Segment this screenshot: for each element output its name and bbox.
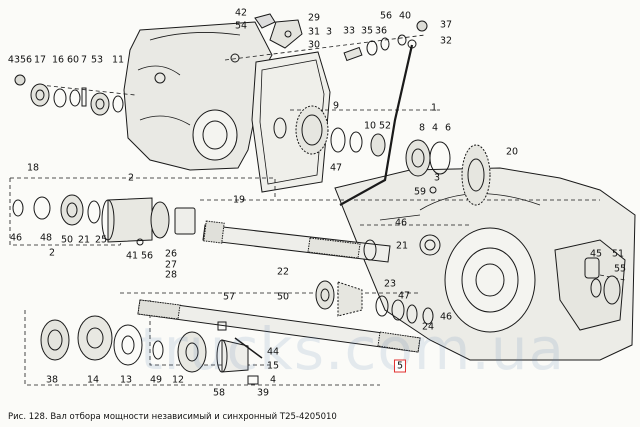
- callout-label: 59: [413, 186, 427, 198]
- callout-label: 42: [234, 7, 248, 19]
- callout-label: 3: [325, 26, 333, 38]
- callout-label: 48: [39, 232, 53, 244]
- callout-label: 8: [418, 122, 426, 134]
- callout-label-highlighted: 5: [393, 359, 407, 373]
- callout-label: 26: [164, 248, 178, 260]
- callout-label: 25: [94, 234, 108, 246]
- callout-label: 11: [111, 54, 125, 66]
- callout-label: 56: [140, 250, 154, 262]
- callout-label: 57: [222, 291, 236, 303]
- bottom-left-parts: [40, 315, 263, 385]
- callout-label: 18: [26, 162, 40, 174]
- callout-label: 9: [332, 100, 340, 112]
- callout-label: 10: [363, 120, 377, 132]
- callout-label: 53: [90, 54, 104, 66]
- callout-label: 28: [164, 269, 178, 281]
- callout-label: 24: [421, 321, 435, 333]
- callout-label: 4: [269, 374, 277, 386]
- callout-label: 29: [307, 12, 321, 24]
- callout-label: 19: [232, 194, 246, 206]
- callout-label: 20: [505, 146, 519, 158]
- callout-label: 12: [171, 374, 185, 386]
- callout-label: 15: [266, 360, 280, 372]
- callout-label: 46: [439, 311, 453, 323]
- callout-label: 21: [395, 240, 409, 252]
- callout-label: 60: [66, 54, 80, 66]
- callout-label: 21: [77, 234, 91, 246]
- lower-gears: [315, 275, 621, 325]
- callout-label: 36: [374, 25, 388, 37]
- callout-label: 13: [119, 374, 133, 386]
- callout-label: 44: [266, 346, 280, 358]
- callout-label: 41: [125, 250, 139, 262]
- callout-label: 4356: [7, 54, 33, 66]
- callout-label: 2: [127, 172, 135, 184]
- callout-label: 46: [9, 232, 23, 244]
- callout-label: 54: [234, 20, 248, 32]
- callout-label: 58: [212, 387, 226, 399]
- callout-label: 52: [378, 120, 392, 132]
- callout-label: 7: [80, 54, 88, 66]
- shift-lever-parts: [254, 13, 428, 206]
- callout-label: 38: [45, 374, 59, 386]
- callout-label: 14: [86, 374, 100, 386]
- callout-label: 46: [394, 217, 408, 229]
- pto-shaft-lower: [137, 299, 421, 353]
- pto-shaft-upper: [202, 220, 391, 263]
- callout-label: 40: [398, 10, 412, 22]
- callout-label: 17: [33, 54, 47, 66]
- callout-label: 23: [383, 278, 397, 290]
- callout-label: 37: [439, 19, 453, 31]
- callout-label: 50: [60, 234, 74, 246]
- top-left-parts: [14, 74, 124, 116]
- callout-label: 4: [431, 122, 439, 134]
- callout-label: 22: [276, 266, 290, 278]
- callout-label: 45: [589, 248, 603, 260]
- callout-label: 39: [256, 387, 270, 399]
- callout-label: 47: [397, 290, 411, 302]
- callout-label: 31: [307, 26, 321, 38]
- callout-label: 27: [164, 259, 178, 271]
- upper-gears: [273, 105, 491, 206]
- figure-caption: Рис. 128. Вал отбора мощности независимы…: [8, 412, 337, 422]
- callout-label: 35: [360, 25, 374, 37]
- callout-label: 47: [329, 162, 343, 174]
- watermark-text: trucks.com.ua: [140, 315, 566, 383]
- callout-label: 56: [379, 10, 393, 22]
- lower-housing: [334, 167, 636, 361]
- callout-label: 49: [149, 374, 163, 386]
- callout-label: 51: [611, 248, 625, 260]
- callout-label: 33: [342, 25, 356, 37]
- callout-label: 55: [613, 263, 627, 275]
- callout-label: 30: [307, 39, 321, 51]
- callout-label: 16: [51, 54, 65, 66]
- callout-label: 50: [276, 291, 290, 303]
- callout-label: 2: [48, 247, 56, 259]
- upper-housing: [123, 21, 331, 193]
- callout-label: 3: [433, 172, 441, 184]
- callout-label: 32: [439, 35, 453, 47]
- middle-left-parts: [12, 194, 196, 246]
- callout-label: 1: [430, 102, 438, 114]
- callout-label: 6: [444, 122, 452, 134]
